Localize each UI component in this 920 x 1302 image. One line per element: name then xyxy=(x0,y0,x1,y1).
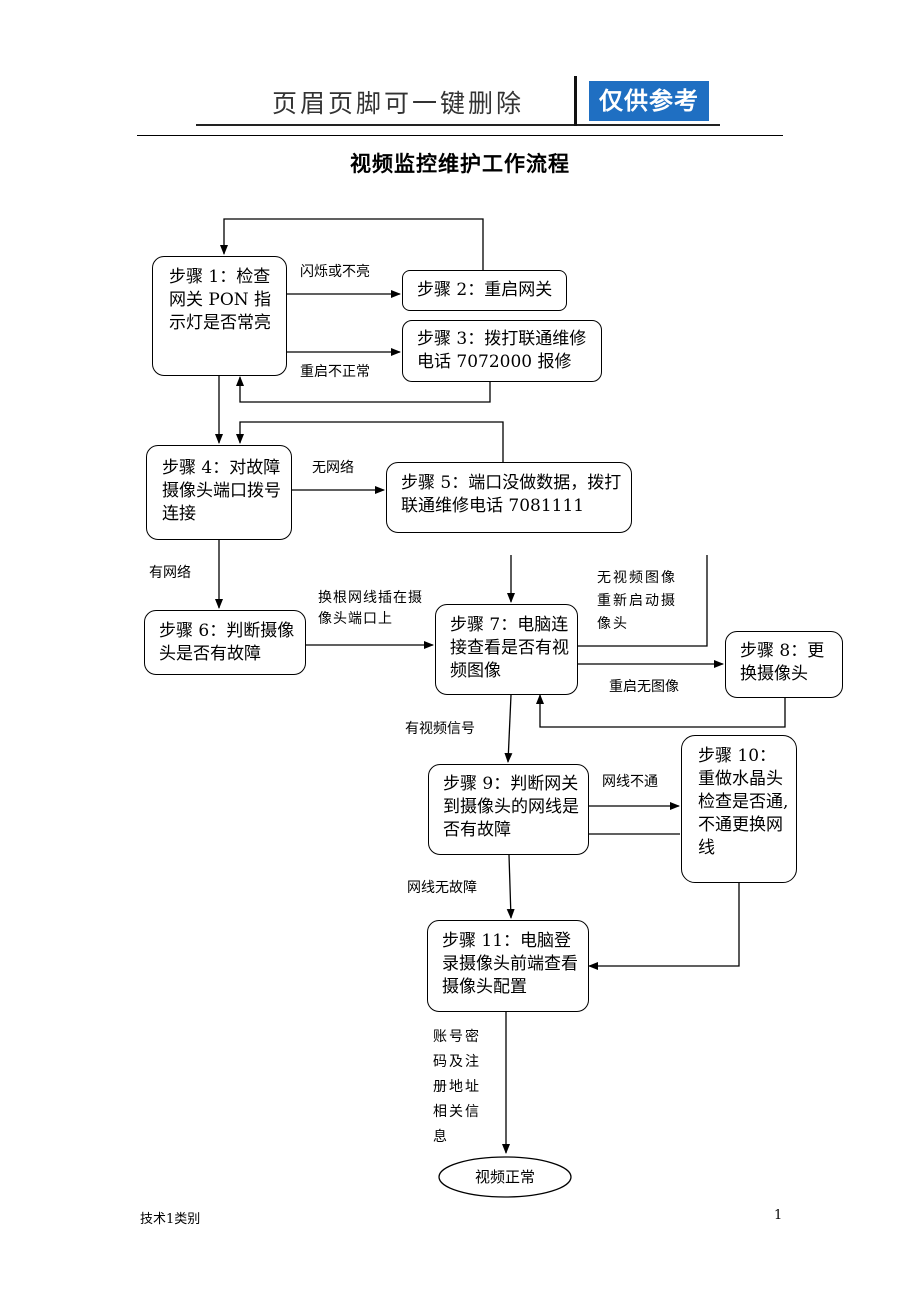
step-3-text: 步骤 3：拨打联通维修电话 7072000 报修 xyxy=(417,329,587,372)
step-9-box: 步骤 9：判断网关到摄像头的网线是否有故障 xyxy=(428,764,589,855)
step-5-box: 步骤 5：端口没做数据，拨打联通维修电话 7081111 xyxy=(386,462,632,533)
label-cable-fail: 网线不通 xyxy=(602,774,658,790)
step-8-box: 步骤 8：更换摄像头 xyxy=(725,631,843,698)
label-no-video-restart: 无视频图像重新启动摄像头 xyxy=(597,570,677,632)
end-node-shape xyxy=(438,1156,572,1198)
step-10-box: 步骤 10：重做水晶头检查是否通,不通更换网线 xyxy=(681,735,797,883)
header-placeholder-text: 页眉页脚可一键删除 xyxy=(272,89,525,118)
label-has-video-signal: 有视频信号 xyxy=(405,721,475,737)
end-node-label: 视频正常 xyxy=(474,1168,535,1186)
reference-badge: 仅供参考 xyxy=(589,81,709,121)
label-cable-ok: 网线无故障 xyxy=(407,880,477,896)
step-9-text: 步骤 9：判断网关到摄像头的网线是否有故障 xyxy=(443,774,579,840)
label-restart-no-image: 重启无图像 xyxy=(609,679,679,695)
label-swap-cable: 换根网线插在摄像头端口上 xyxy=(318,590,423,627)
footer-page-number: 1 xyxy=(774,1208,783,1223)
step-1-box: 步骤 1：检查网关 PON 指示灯是否常亮 xyxy=(152,256,287,376)
step-4-box: 步骤 4：对故障摄像头端口拨号连接 xyxy=(146,445,292,540)
step-1-text: 步骤 1：检查网关 PON 指示灯是否常亮 xyxy=(169,267,272,333)
label-has-network: 有网络 xyxy=(149,565,191,581)
step-6-text: 步骤 6：判断摄像头是否有故障 xyxy=(159,621,295,664)
step-11-box: 步骤 11：电脑登录摄像头前端查看摄像头配置 xyxy=(427,920,589,1012)
label-flash-or-off: 闪烁或不亮 xyxy=(300,264,370,280)
step-7-text: 步骤 7：电脑连接查看是否有视频图像 xyxy=(450,615,569,681)
label-account-info: 账号密码及注册地址相关信息 xyxy=(433,1029,481,1145)
step-5-text: 步骤 5：端口没做数据，拨打联通维修电话 7081111 xyxy=(401,473,622,516)
page-title: 视频监控维护工作流程 xyxy=(350,151,570,176)
step-11-text: 步骤 11：电脑登录摄像头前端查看摄像头配置 xyxy=(442,931,578,997)
step-2-text: 步骤 2：重启网关 xyxy=(417,280,553,300)
footer-category: 技术1类别 xyxy=(140,1212,201,1227)
header-rule xyxy=(137,135,783,136)
step-6-box: 步骤 6：判断摄像头是否有故障 xyxy=(144,610,306,675)
label-no-network: 无网络 xyxy=(312,460,354,476)
header-divider xyxy=(574,76,577,126)
step-10-text: 步骤 10：重做水晶头检查是否通,不通更换网线 xyxy=(698,746,789,858)
step-2-box: 步骤 2：重启网关 xyxy=(402,270,567,311)
step-8-text: 步骤 8：更换摄像头 xyxy=(740,641,825,684)
step-3-box: 步骤 3：拨打联通维修电话 7072000 报修 xyxy=(402,320,602,382)
step-7-box: 步骤 7：电脑连接查看是否有视频图像 xyxy=(435,604,578,695)
label-restart-abnormal: 重启不正常 xyxy=(300,364,370,380)
header-underline xyxy=(196,124,720,126)
step-4-text: 步骤 4：对故障摄像头端口拨号连接 xyxy=(162,458,281,524)
